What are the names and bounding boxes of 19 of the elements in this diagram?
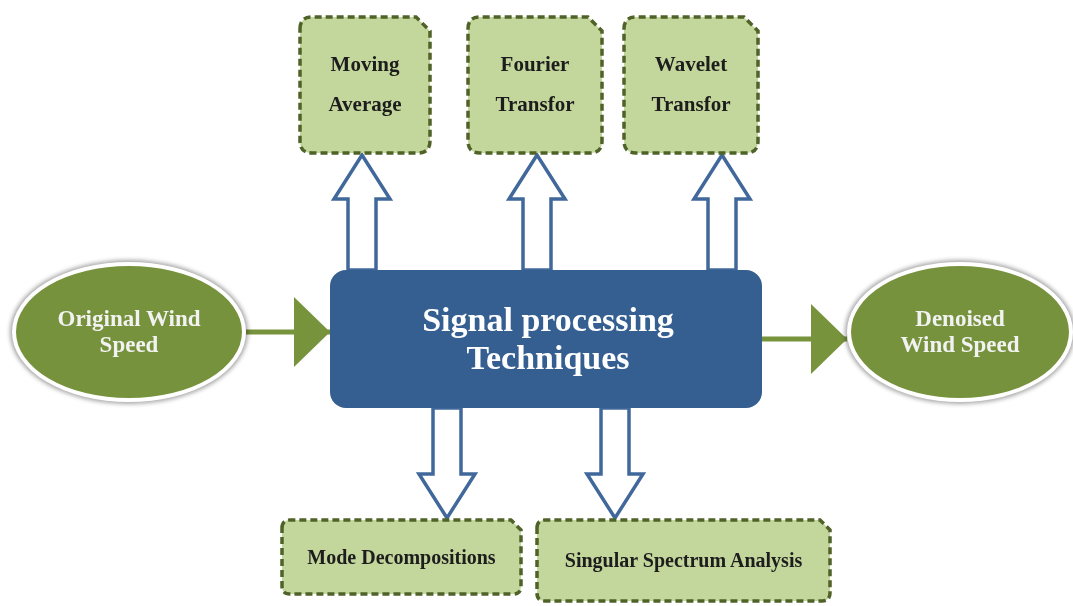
method-box (466, 15, 604, 155)
node-label: Singular Spectrum Analysis (564, 549, 803, 572)
node-label: Mode Decompositions (307, 545, 496, 569)
node-label: Signal processing Techniques (421, 301, 675, 377)
method-box (280, 518, 523, 596)
node-label: Denoised Wind Speed (899, 306, 1021, 358)
arrow (246, 297, 330, 367)
method-box (535, 518, 832, 603)
method-box (298, 15, 432, 155)
process-box (330, 270, 762, 408)
block-arrow (330, 151, 394, 272)
block-arrow (505, 151, 569, 272)
block-arrow (583, 406, 647, 522)
node-label: Moving Average (327, 51, 403, 118)
node-label: Original Wind Speed (56, 306, 202, 358)
method-box (622, 15, 760, 155)
node-label: Fourier Transfor (494, 51, 576, 118)
node-label: Wavelet Transfor (650, 51, 732, 118)
arrow (762, 304, 847, 374)
